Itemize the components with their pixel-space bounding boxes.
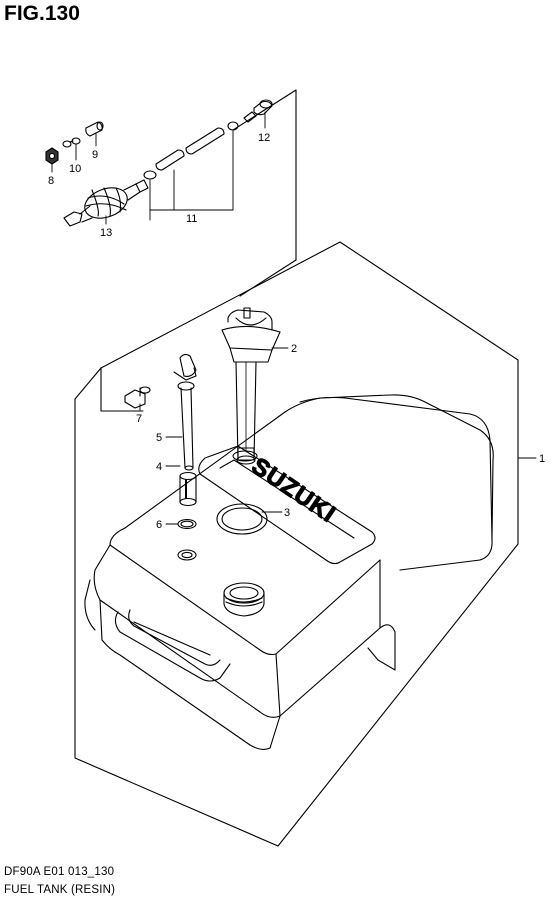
callout-2: 2 xyxy=(291,343,297,355)
callout-1: 1 xyxy=(539,453,545,465)
fitting-10 xyxy=(62,137,81,148)
callout-4: 4 xyxy=(156,461,162,473)
diagram-code: DF90A E01 013_130 xyxy=(4,866,115,878)
sleeve-9 xyxy=(85,121,104,137)
callout-6: 6 xyxy=(156,519,162,531)
primer-bulb xyxy=(63,179,149,227)
fuel-gauge xyxy=(221,307,281,465)
tank-logo: SUZUKI xyxy=(247,453,341,529)
hose-assembly xyxy=(143,121,239,180)
callout-8: 8 xyxy=(48,175,54,187)
clip-8 xyxy=(45,147,59,165)
connector-12 xyxy=(243,99,273,123)
callout-9: 9 xyxy=(92,149,98,161)
callout-13: 13 xyxy=(100,227,112,239)
o-ring-6 xyxy=(177,518,197,530)
connector-7 xyxy=(124,386,151,409)
callout-3: 3 xyxy=(284,507,290,519)
suction-filter xyxy=(179,471,197,507)
gasket-3 xyxy=(216,503,268,535)
callout-11: 11 xyxy=(186,213,197,225)
leader-lines xyxy=(51,111,537,525)
fuel-tank: SUZUKI xyxy=(84,394,494,751)
callout-7: 7 xyxy=(136,413,142,425)
hose-kit-frame xyxy=(232,89,297,297)
figure-title: FIG.130 xyxy=(4,2,80,25)
diagram-name: FUEL TANK (RESIN) xyxy=(4,884,116,896)
assembly-frame xyxy=(74,241,519,847)
callout-12: 12 xyxy=(258,132,270,144)
callout-10: 10 xyxy=(69,163,81,175)
callout-labels: 1 2 3 4 5 6 7 8 9 10 11 12 13 xyxy=(48,132,545,531)
suction-pipe xyxy=(173,353,197,471)
callout-5: 5 xyxy=(156,432,162,444)
